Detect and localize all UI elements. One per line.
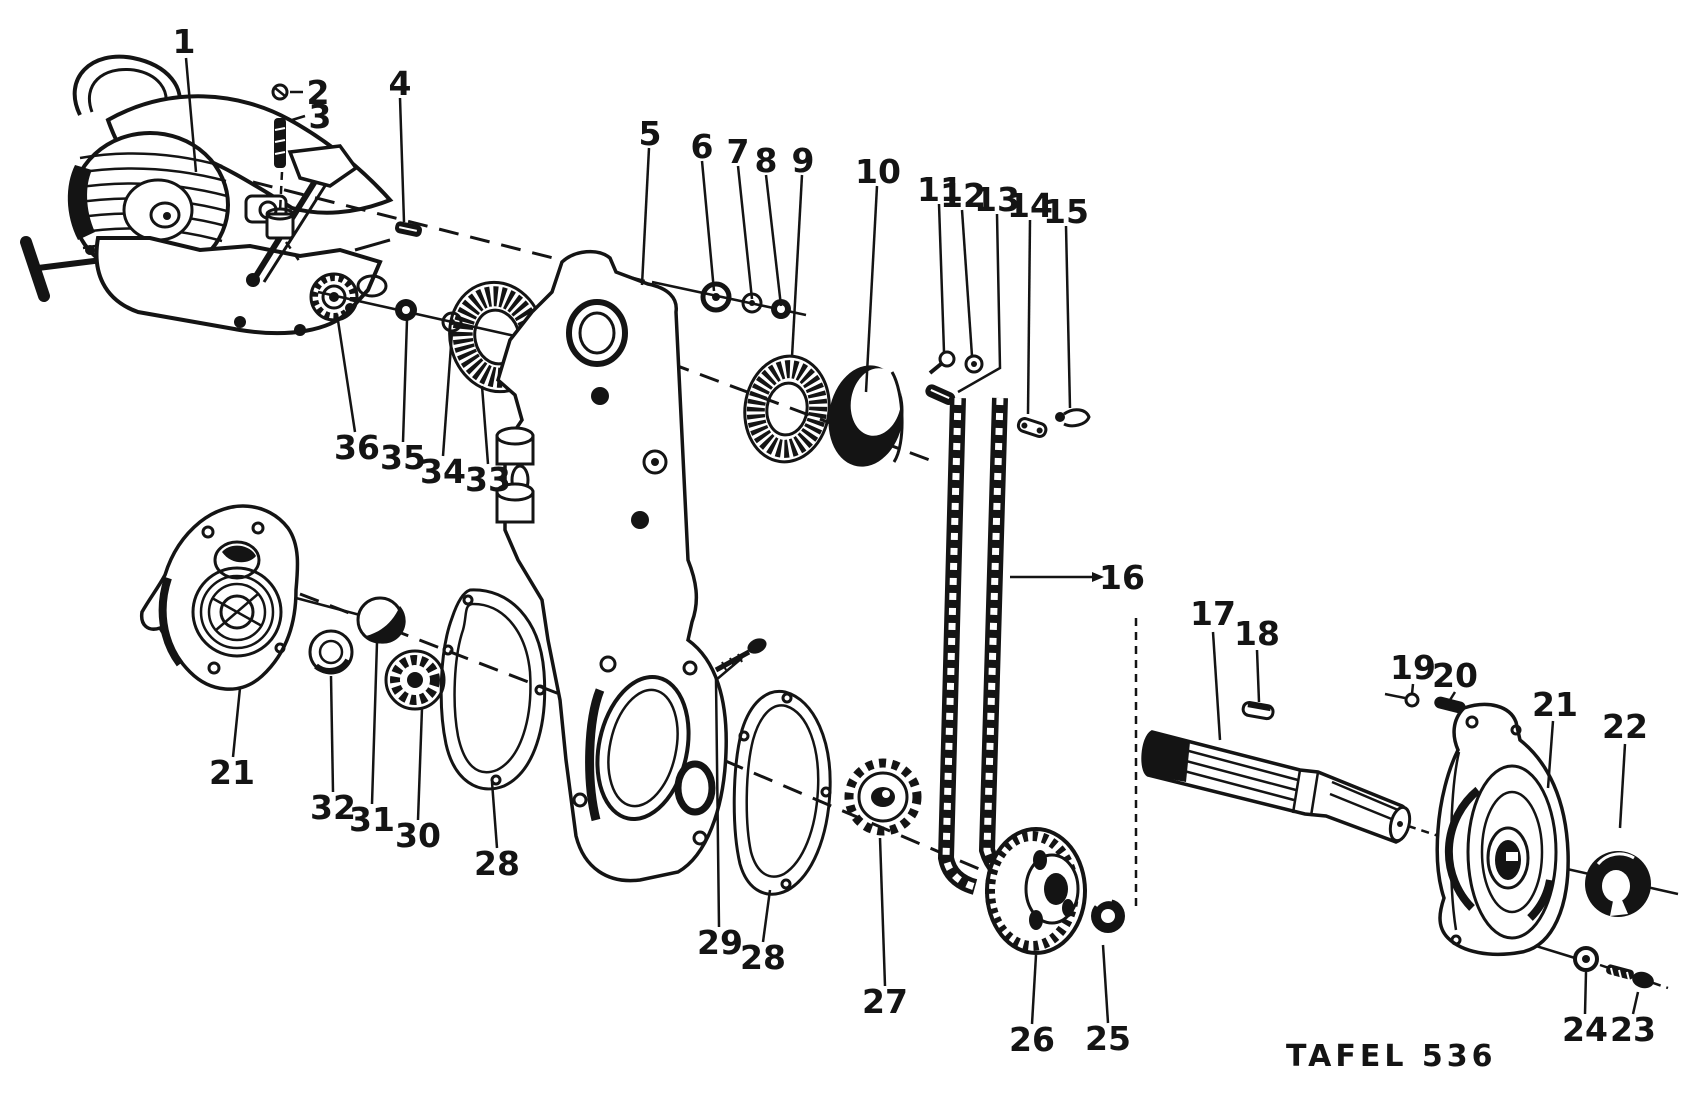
stud-part-3 — [265, 118, 295, 240]
washer-part-8 — [771, 299, 791, 319]
callout-3: 3 — [309, 97, 332, 136]
callout-6: 6 — [691, 127, 714, 166]
callout-17: 17 — [1190, 594, 1236, 633]
callout-21-right: 21 — [1532, 685, 1578, 724]
callout-2: 2 — [307, 73, 330, 112]
screw-part-2 — [271, 83, 289, 101]
washer-part-12 — [964, 354, 984, 374]
callout-1: 1 — [173, 22, 196, 61]
callout-labels: 1 2 3 4 5 6 7 8 9 10 11 12 13 14 15 16 1… — [173, 22, 1656, 1059]
callout-22: 22 — [1602, 707, 1648, 746]
pin-part-4 — [394, 221, 423, 237]
callout-5: 5 — [639, 114, 662, 153]
leader-lines — [184, 57, 1640, 1025]
callout-8: 8 — [755, 141, 778, 180]
ball-part-31 — [356, 596, 406, 644]
key-part-18 — [1241, 700, 1275, 721]
callout-30: 30 — [395, 816, 441, 855]
shaft-part-17 — [1141, 730, 1412, 844]
lock-washer-part-27 — [844, 758, 922, 836]
callout-29: 29 — [697, 923, 743, 962]
callout-10: 10 — [855, 152, 901, 191]
bolt-part-23 — [1606, 964, 1654, 989]
gasket-part-9 — [743, 354, 831, 464]
nut-part-25 — [1091, 898, 1125, 933]
callout-11: 11 — [917, 170, 963, 209]
callout-27: 27 — [862, 982, 908, 1021]
nut-part-35 — [395, 299, 417, 321]
washer-part-6 — [700, 281, 732, 313]
sprocket-part-36 — [309, 272, 359, 322]
callout-12: 12 — [940, 176, 986, 215]
callout-34: 34 — [420, 452, 466, 491]
callout-28-left: 28 — [474, 844, 520, 883]
callout-4: 4 — [389, 64, 412, 103]
callout-16: 16 — [1099, 558, 1145, 597]
callout-32: 32 — [310, 788, 356, 827]
cover-part-21-right — [1435, 702, 1570, 957]
callout-19: 19 — [1390, 648, 1436, 687]
callout-9: 9 — [792, 141, 815, 180]
chain-link-part-14 — [1016, 417, 1048, 438]
plate-caption: TAFEL 536 — [1286, 1039, 1497, 1074]
callout-13: 13 — [974, 180, 1020, 219]
gasket-part-28-mid — [732, 689, 832, 896]
cover-cup-part-10 — [828, 365, 904, 467]
pump-housing-part-21-left — [139, 504, 300, 691]
callout-15: 15 — [1043, 192, 1089, 231]
callout-20: 20 — [1432, 656, 1478, 695]
chain-part-16 — [937, 397, 1019, 895]
callout-36: 36 — [334, 428, 380, 467]
callout-24: 24 — [1562, 1010, 1608, 1049]
washer-part-24 — [1573, 946, 1599, 972]
bolt-part-13 — [925, 384, 956, 405]
main-housing-part-5 — [495, 249, 728, 883]
screw-part-29 — [714, 638, 767, 673]
spring-clip-part-15 — [1055, 408, 1091, 428]
screw-part-19 — [1384, 692, 1420, 708]
seal-part-22 — [1585, 851, 1651, 917]
seal-part-32 — [308, 629, 354, 675]
callout-31: 31 — [349, 800, 395, 839]
callout-33: 33 — [465, 460, 511, 499]
bearing-part-30 — [384, 649, 446, 711]
callout-28-mid: 28 — [740, 938, 786, 977]
callout-14: 14 — [1007, 186, 1053, 225]
gasket-part-28-left — [439, 588, 547, 791]
callout-26: 26 — [1009, 1020, 1055, 1059]
sprocket-part-26 — [985, 827, 1087, 955]
callout-7: 7 — [727, 132, 750, 171]
callout-25: 25 — [1085, 1019, 1131, 1058]
engine-assembly-drawing — [20, 54, 394, 336]
screw-part-11 — [928, 350, 956, 375]
callout-23: 23 — [1610, 1010, 1656, 1049]
callout-35: 35 — [380, 438, 426, 477]
callout-21-left: 21 — [209, 753, 255, 792]
callout-18: 18 — [1234, 614, 1280, 653]
